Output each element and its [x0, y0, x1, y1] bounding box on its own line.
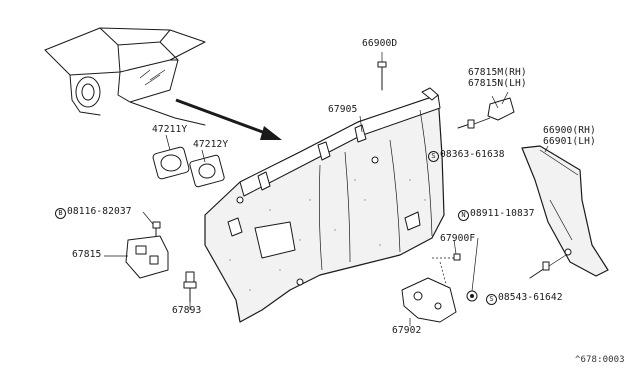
part-number: 08911-10837	[470, 208, 535, 219]
label-67893: 67893	[172, 305, 202, 316]
screw-08363	[457, 117, 491, 129]
circle-marker-s2: S	[486, 294, 497, 305]
bracket-67815m	[487, 95, 515, 121]
circle-marker-s: S	[428, 151, 439, 162]
label-47212y: 47212Y	[193, 139, 229, 150]
side-trim-66900	[521, 145, 609, 277]
rear-trim-panel	[204, 87, 445, 323]
label-67900f: 67900F	[440, 233, 476, 244]
bolt-08116	[152, 221, 161, 239]
clip-67900f	[432, 253, 461, 285]
label-67905: 67905	[328, 104, 358, 115]
label-67815: 67815	[72, 249, 102, 260]
direction-arrow	[175, 98, 282, 140]
cover-67902	[401, 277, 457, 323]
label-47211y: 47211Y	[152, 124, 188, 135]
clip-66900d	[377, 52, 387, 91]
label-67902: 67902	[392, 325, 422, 336]
nut-08911	[466, 237, 479, 302]
screw-08543	[529, 254, 567, 279]
label-66901: 66901(LH)	[543, 136, 596, 147]
part-number: 08543-61642	[498, 292, 563, 303]
part-number: 08363-61638	[440, 149, 505, 160]
leader-lines	[104, 91, 549, 326]
vehicle-sketch	[44, 27, 206, 126]
diagram-reference-code: ^678:0003	[575, 355, 625, 365]
label-67815m: 67815M(RH)	[468, 67, 527, 78]
clip-67893	[183, 271, 197, 303]
gasket-47211y	[152, 146, 190, 180]
label-67815n: 67815N(LH)	[468, 78, 527, 89]
label-66900: 66900(RH)	[543, 125, 596, 136]
circle-marker-b: B	[55, 208, 66, 219]
part-number: 08116-82037	[67, 206, 132, 217]
bracket-67815	[125, 235, 169, 279]
circle-marker-n: N	[458, 210, 469, 221]
label-66900d: 66900D	[362, 38, 398, 49]
gasket-47212y	[189, 154, 225, 188]
